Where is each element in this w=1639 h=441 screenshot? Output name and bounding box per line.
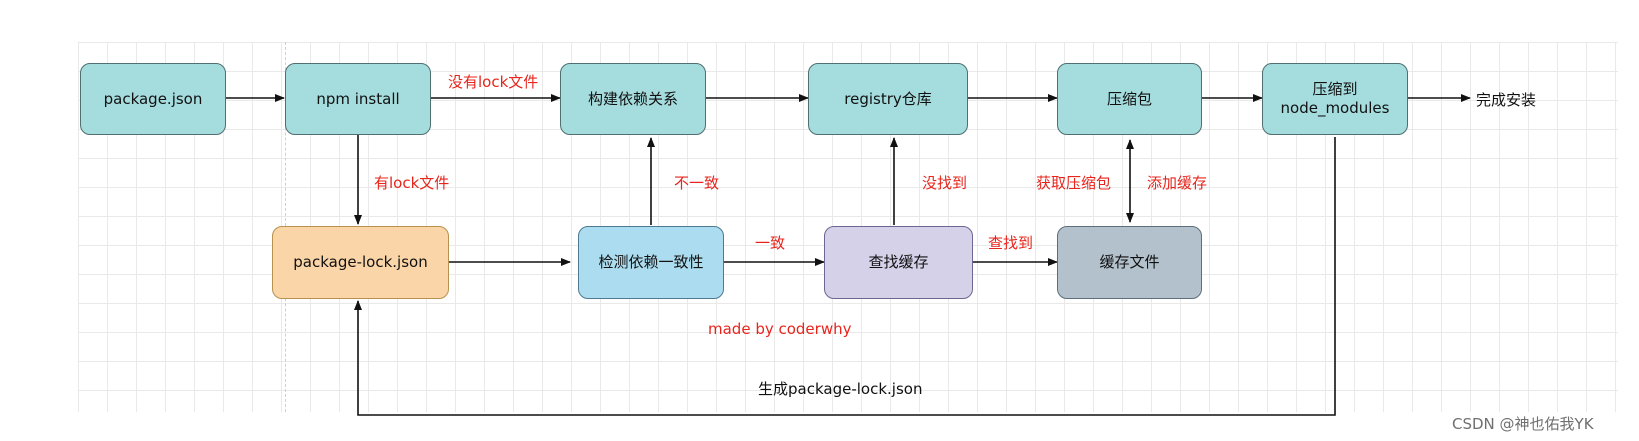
node-package-lock: package-lock.json: [272, 226, 449, 299]
node-compress: 压缩包: [1057, 63, 1202, 135]
node-label: 查找缓存: [868, 253, 929, 271]
node-check-consistency: 检测依赖一致性: [578, 226, 724, 299]
node-label: 检测依赖一致性: [598, 253, 704, 271]
node-label: 压缩包: [1106, 89, 1152, 108]
label-generate-lock: 生成package-lock.json: [758, 380, 923, 398]
node-label: registry仓库: [844, 89, 932, 108]
node-extract: 压缩到 node_modules: [1262, 63, 1408, 135]
node-label-line2: node_modules: [1280, 99, 1390, 117]
node-find-cache: 查找缓存: [824, 226, 973, 299]
node-label: package.json: [103, 89, 203, 108]
label-inconsistent: 不一致: [674, 174, 720, 192]
node-label: package-lock.json: [293, 253, 428, 271]
node-label-line1: 压缩到: [1312, 80, 1358, 98]
node-build-deps: 构建依赖关系: [560, 63, 706, 135]
node-label: 构建依赖关系: [587, 89, 678, 108]
edge-extract-lock: [354, 137, 1336, 416]
label-add-cache: 添加缓存: [1147, 174, 1208, 192]
label-get-archive: 获取压缩包: [1036, 174, 1112, 192]
label-has-lock: 有lock文件: [374, 174, 450, 192]
node-package-json: package.json: [80, 63, 226, 135]
node-label: npm install: [316, 89, 400, 108]
watermark: CSDN @神也佑我YK: [1452, 415, 1594, 433]
label-found: 查找到: [988, 234, 1034, 252]
node-registry: registry仓库: [808, 63, 968, 135]
label-no-lock: 没有lock文件: [448, 73, 539, 91]
label-made-by: made by coderwhy: [708, 320, 852, 338]
node-cache-file: 缓存文件: [1057, 226, 1202, 299]
label-not-found: 没找到: [922, 174, 968, 192]
node-label: 缓存文件: [1099, 253, 1160, 271]
node-npm-install: npm install: [285, 63, 431, 135]
label-done: 完成安装: [1476, 91, 1537, 109]
label-consistent: 一致: [755, 234, 786, 252]
